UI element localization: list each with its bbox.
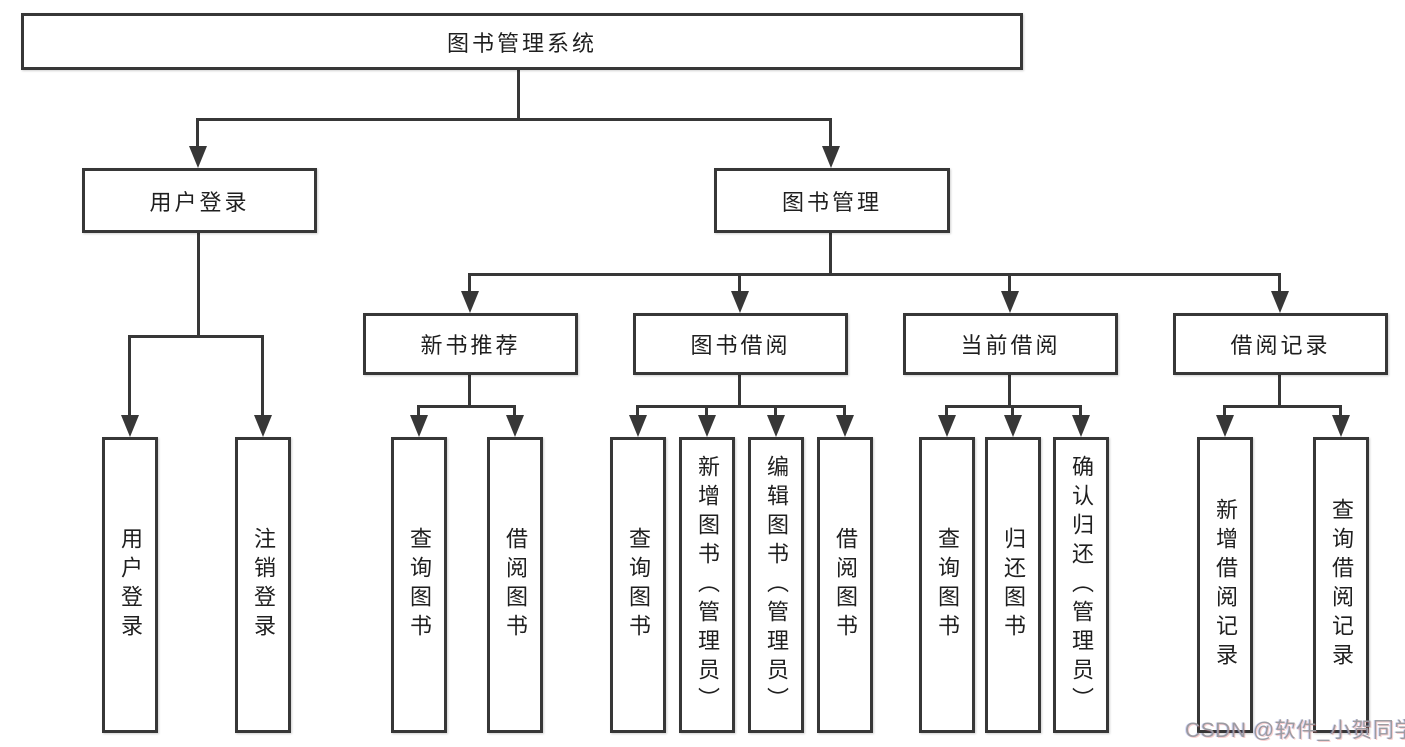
leaf-return-book: 归还图书 <box>985 437 1041 733</box>
arrowhead-down-icon <box>1004 415 1022 437</box>
arrowhead-down-icon <box>410 415 428 437</box>
leaf-borrow-books-recommend-label: 借阅图书 <box>503 527 528 643</box>
arrowhead-down-icon <box>1332 415 1350 437</box>
leaf-logout-label: 注销登录 <box>251 527 276 643</box>
connector-line <box>128 335 264 338</box>
connector-line <box>738 273 741 292</box>
leaf-query-borrow-record-label: 查询借阅记录 <box>1329 498 1354 672</box>
connector-line <box>197 118 832 121</box>
connector-line <box>417 405 420 416</box>
arrowhead-down-icon <box>1001 291 1019 313</box>
node-book-borrowing-label: 图书借阅 <box>690 333 791 358</box>
arrowhead-down-icon <box>461 291 479 313</box>
node-book-management: 图书管理 <box>714 168 950 233</box>
node-root-label: 图书管理系统 <box>446 30 597 56</box>
arrowhead-down-icon <box>698 415 716 437</box>
connector-line <box>261 335 264 416</box>
node-book-management-label: 图书管理 <box>781 189 882 215</box>
connector-line <box>774 405 777 416</box>
node-user-login-label: 用户登录 <box>149 189 250 215</box>
leaf-query-books-borrowing: 查询图书 <box>610 437 666 733</box>
node-book-borrowing: 图书借阅 <box>633 313 848 375</box>
connector-line <box>513 405 516 416</box>
node-new-book-recommend-label: 新书推荐 <box>420 333 521 358</box>
arrowhead-down-icon <box>1216 415 1234 437</box>
leaf-borrow-books-borrowing: 借阅图书 <box>817 437 873 733</box>
connector-line <box>468 273 471 292</box>
arrowhead-down-icon <box>836 415 854 437</box>
leaf-logout: 注销登录 <box>235 437 291 733</box>
connector-line <box>843 405 846 416</box>
leaf-borrow-books-borrowing-label: 借阅图书 <box>833 527 858 643</box>
arrowhead-down-icon <box>121 415 139 437</box>
connector-line <box>468 273 1281 276</box>
leaf-add-book-admin: 新增图书（管理员） <box>679 437 735 733</box>
connector-line <box>197 233 200 337</box>
node-current-borrowing: 当前借阅 <box>903 313 1118 375</box>
node-new-book-recommend: 新书推荐 <box>363 313 578 375</box>
arrowhead-down-icon <box>189 146 207 168</box>
connector-line <box>636 405 639 416</box>
leaf-user-login: 用户登录 <box>102 437 158 733</box>
arrowhead-down-icon <box>629 415 647 437</box>
arrowhead-down-icon <box>822 146 840 168</box>
leaf-query-books-recommend: 查询图书 <box>391 437 447 733</box>
leaf-add-borrow-record-label: 新增借阅记录 <box>1213 498 1238 672</box>
connector-line <box>1278 273 1281 292</box>
connector-line <box>738 375 741 408</box>
connector-line <box>1278 375 1281 408</box>
connector-line <box>636 405 846 408</box>
leaf-add-borrow-record: 新增借阅记录 <box>1197 437 1253 733</box>
connector-line <box>1339 405 1342 416</box>
arrowhead-down-icon <box>938 415 956 437</box>
arrowhead-down-icon <box>254 415 272 437</box>
connector-line <box>829 233 832 276</box>
connector-line <box>1011 405 1014 416</box>
arrowhead-down-icon <box>506 415 524 437</box>
arrowhead-down-icon <box>731 291 749 313</box>
leaf-confirm-return-admin: 确认归还（管理员） <box>1053 437 1109 733</box>
leaf-query-borrow-record: 查询借阅记录 <box>1313 437 1369 733</box>
connector-line <box>1008 375 1011 408</box>
node-user-login: 用户登录 <box>82 168 317 233</box>
connector-line <box>417 405 516 408</box>
watermark: CSDN @软件_小贺同学 <box>1185 719 1405 742</box>
arrowhead-down-icon <box>767 415 785 437</box>
leaf-borrow-books-recommend: 借阅图书 <box>487 437 543 733</box>
connector-line <box>945 405 948 416</box>
arrowhead-down-icon <box>1072 415 1090 437</box>
node-root: 图书管理系统 <box>21 13 1023 70</box>
connector-line <box>829 118 832 147</box>
leaf-edit-book-admin: 编辑图书（管理员） <box>748 437 804 733</box>
leaf-edit-book-admin-label: 编辑图书（管理员） <box>764 454 789 716</box>
connector-line <box>1008 273 1011 292</box>
connector-line <box>1223 405 1342 408</box>
node-borrow-records: 借阅记录 <box>1173 313 1388 375</box>
leaf-add-book-admin-label: 新增图书（管理员） <box>695 454 720 716</box>
connector-line <box>468 375 471 408</box>
connector-line <box>1079 405 1082 416</box>
arrowhead-down-icon <box>1271 291 1289 313</box>
leaf-query-books-current: 查询图书 <box>919 437 975 733</box>
connector-line <box>128 335 131 416</box>
connector-line <box>517 69 520 119</box>
leaf-user-login-label: 用户登录 <box>118 527 143 643</box>
node-borrow-records-label: 借阅记录 <box>1230 333 1331 358</box>
leaf-query-books-current-label: 查询图书 <box>935 527 960 643</box>
leaf-query-books-recommend-label: 查询图书 <box>407 527 432 643</box>
leaf-query-books-borrowing-label: 查询图书 <box>626 527 651 643</box>
connector-line <box>705 405 708 416</box>
node-current-borrowing-label: 当前借阅 <box>960 333 1061 358</box>
connector-line <box>196 118 199 147</box>
leaf-confirm-return-admin-label: 确认归还（管理员） <box>1069 454 1094 716</box>
leaf-return-book-label: 归还图书 <box>1001 527 1026 643</box>
connector-line <box>1223 405 1226 416</box>
